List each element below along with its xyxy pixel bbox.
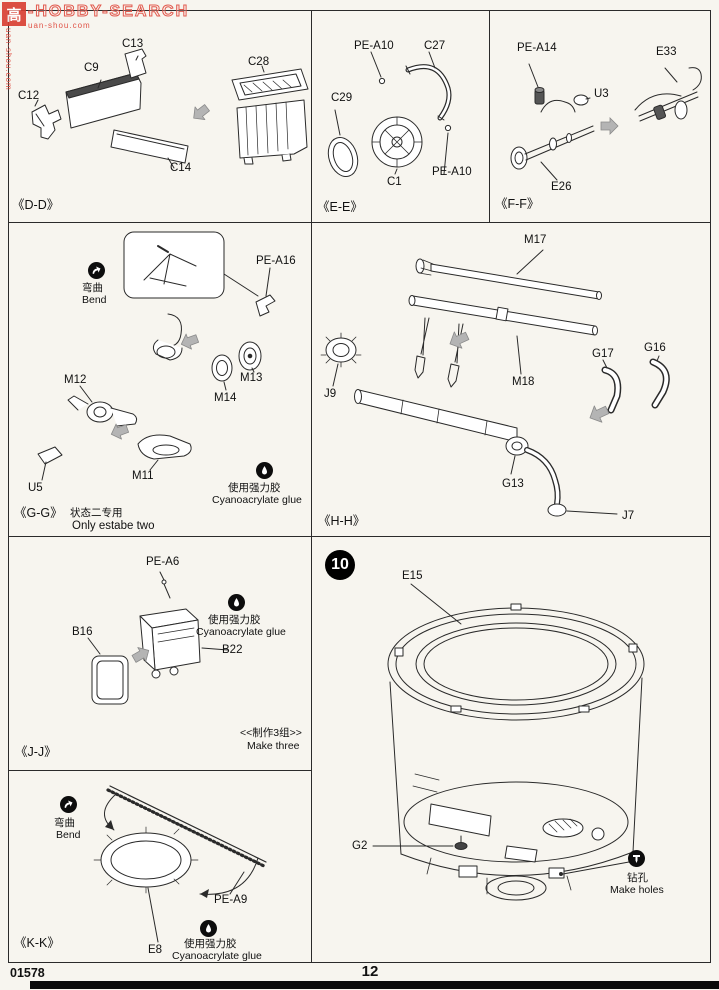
panel-title-jj: 《J-J》 bbox=[15, 745, 57, 759]
step-number: 10 bbox=[331, 556, 349, 573]
drill-icon bbox=[628, 850, 645, 867]
watermark-logo: 高 bbox=[2, 2, 26, 26]
drill-note-cn: 钻孔 bbox=[627, 872, 648, 884]
part-label-m11: M11 bbox=[132, 470, 154, 482]
part-label-pe-a6: PE-A6 bbox=[146, 556, 180, 568]
watermark-site: uan-shou.com bbox=[28, 21, 91, 30]
glue-note-cn: 使用强力胶 bbox=[208, 614, 261, 626]
part-label-m18: M18 bbox=[512, 376, 535, 388]
dd-diagram bbox=[31, 48, 309, 169]
part-label-b22: B22 bbox=[222, 644, 243, 656]
part-label-pe-a10-bottom: PE-A10 bbox=[432, 166, 472, 178]
jj-diagram bbox=[87, 571, 229, 705]
bend-note-en: Bend bbox=[56, 829, 81, 841]
bend-icon bbox=[60, 796, 77, 813]
part-label-m12: M12 bbox=[64, 374, 87, 386]
ff-diagram bbox=[510, 63, 702, 181]
panel-title-ee: 《E-E》 bbox=[317, 200, 363, 214]
kk-diagram bbox=[93, 785, 267, 943]
panel-title-kk: 《K-K》 bbox=[14, 936, 60, 950]
part-label-e33: E33 bbox=[656, 46, 677, 58]
part-label-c13: C13 bbox=[122, 38, 144, 50]
part-label-e26: E26 bbox=[551, 181, 572, 193]
part-label-g17: G17 bbox=[592, 348, 614, 360]
part-label-c9: C9 bbox=[84, 62, 99, 74]
page-number: 12 bbox=[361, 963, 379, 980]
part-label-g2: G2 bbox=[352, 840, 368, 852]
glue-icon bbox=[256, 462, 273, 479]
outer-border bbox=[8, 10, 711, 963]
part-label-c29: C29 bbox=[331, 92, 353, 104]
part-label-c1: C1 bbox=[387, 176, 402, 188]
watermark-brand: -HOBBY-SEARCH bbox=[27, 3, 190, 21]
part-label-j9: J9 bbox=[324, 388, 337, 400]
glue-icon bbox=[228, 594, 245, 611]
kit-number: 01578 bbox=[10, 966, 45, 980]
part-label-j7: J7 bbox=[622, 510, 635, 522]
part-label-e8: E8 bbox=[148, 944, 163, 956]
drill-note-en: Make holes bbox=[610, 884, 664, 896]
bend-note-cn: 弯曲 bbox=[82, 282, 103, 294]
part-label-c14: C14 bbox=[170, 162, 192, 174]
part-label-m13: M13 bbox=[240, 372, 263, 384]
step10-diagram bbox=[372, 583, 645, 901]
part-label-c28: C28 bbox=[248, 56, 270, 68]
divider-vertical-top bbox=[489, 10, 490, 222]
panel-title-hh: 《H-H》 bbox=[318, 514, 366, 528]
bend-icon bbox=[88, 262, 105, 279]
panel-title-gg: 《G-G》 bbox=[14, 506, 63, 520]
part-label-pe-a9: PE-A9 bbox=[214, 894, 248, 906]
part-label-pe-a14: PE-A14 bbox=[517, 42, 557, 54]
divider-horizontal-1 bbox=[8, 222, 711, 223]
divider-vertical-main bbox=[311, 10, 312, 963]
panel-title-dd: 《D-D》 bbox=[12, 198, 60, 212]
part-label-m14: M14 bbox=[214, 392, 237, 404]
hh-diagram bbox=[320, 249, 670, 517]
variant-note-en: Only estabe two bbox=[72, 520, 155, 532]
part-label-g13: G13 bbox=[502, 478, 524, 490]
part-label-pe-a10-top: PE-A10 bbox=[354, 40, 394, 52]
glue-note-cn: 使用强力胶 bbox=[228, 482, 281, 494]
glue-note-en: Cyanoacrylate glue bbox=[172, 950, 262, 962]
make-three-note-en: Make three bbox=[247, 740, 300, 752]
part-label-b16: B16 bbox=[72, 626, 93, 638]
divider-horizontal-3 bbox=[8, 770, 311, 771]
step-number-badge: 10 bbox=[325, 550, 355, 580]
part-label-u5: U5 bbox=[28, 482, 43, 494]
divider-horizontal-2 bbox=[8, 536, 711, 537]
watermark-site-vertical: uan-shou.com bbox=[4, 28, 13, 91]
footer-bar bbox=[30, 981, 719, 989]
make-three-note-cn: <<制作3组>> bbox=[240, 727, 302, 739]
part-label-c27: C27 bbox=[424, 40, 446, 52]
ee-diagram bbox=[327, 51, 452, 178]
glue-note-en: Cyanoacrylate glue bbox=[196, 626, 286, 638]
bend-note-en: Bend bbox=[82, 294, 107, 306]
glue-note-cn: 使用强力胶 bbox=[184, 938, 237, 950]
part-label-e15: E15 bbox=[402, 570, 423, 582]
part-label-pe-a16: PE-A16 bbox=[256, 255, 296, 267]
glue-icon bbox=[200, 920, 217, 937]
bend-note-cn: 弯曲 bbox=[54, 817, 75, 829]
part-label-u3: U3 bbox=[594, 88, 609, 100]
part-label-m17: M17 bbox=[524, 234, 547, 246]
part-label-g16: G16 bbox=[644, 342, 666, 354]
gg-diagram bbox=[37, 231, 276, 481]
part-label-c12: C12 bbox=[18, 90, 40, 102]
glue-note-en: Cyanoacrylate glue bbox=[212, 494, 302, 506]
panel-title-ff: 《F-F》 bbox=[495, 197, 540, 211]
variant-note-cn: 状态二专用 bbox=[70, 507, 123, 519]
